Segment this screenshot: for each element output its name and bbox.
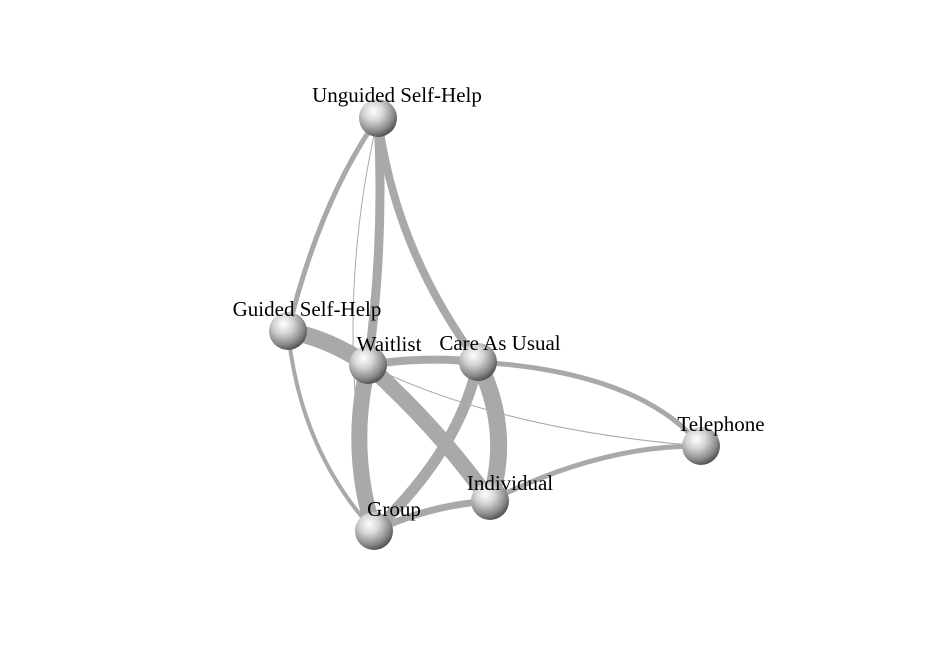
edge-waitlist-individual — [360, 357, 498, 509]
node-label-individual: Individual — [467, 471, 553, 495]
edge-guided-group — [286, 329, 376, 533]
edge-unguided-cau — [374, 114, 482, 366]
node-telephone — [682, 427, 720, 465]
node-group — [355, 512, 393, 550]
node-label-group: Group — [367, 497, 421, 521]
edge-individual-telephone — [487, 443, 704, 504]
node-label-cau: Care As Usual — [439, 331, 560, 355]
edge-waitlist-group — [351, 357, 382, 539]
node-individual — [471, 482, 509, 520]
edge-waitlist-telephone — [367, 364, 702, 447]
edges-layer — [279, 113, 704, 539]
node-unguided — [359, 99, 397, 137]
node-label-guided: Guided Self-Help — [233, 297, 382, 321]
node-label-waitlist: Waitlist — [357, 332, 422, 356]
node-cau — [459, 343, 497, 381]
edge-cau-group — [368, 356, 484, 537]
nodes-layer — [269, 99, 720, 550]
node-guided — [269, 312, 307, 350]
edge-unguided-guided — [285, 115, 381, 334]
node-label-telephone: Telephone — [677, 412, 764, 436]
node-waitlist — [349, 346, 387, 384]
node-label-unguided: Unguided Self-Help — [312, 83, 482, 107]
edge-cau-telephone — [475, 359, 704, 449]
